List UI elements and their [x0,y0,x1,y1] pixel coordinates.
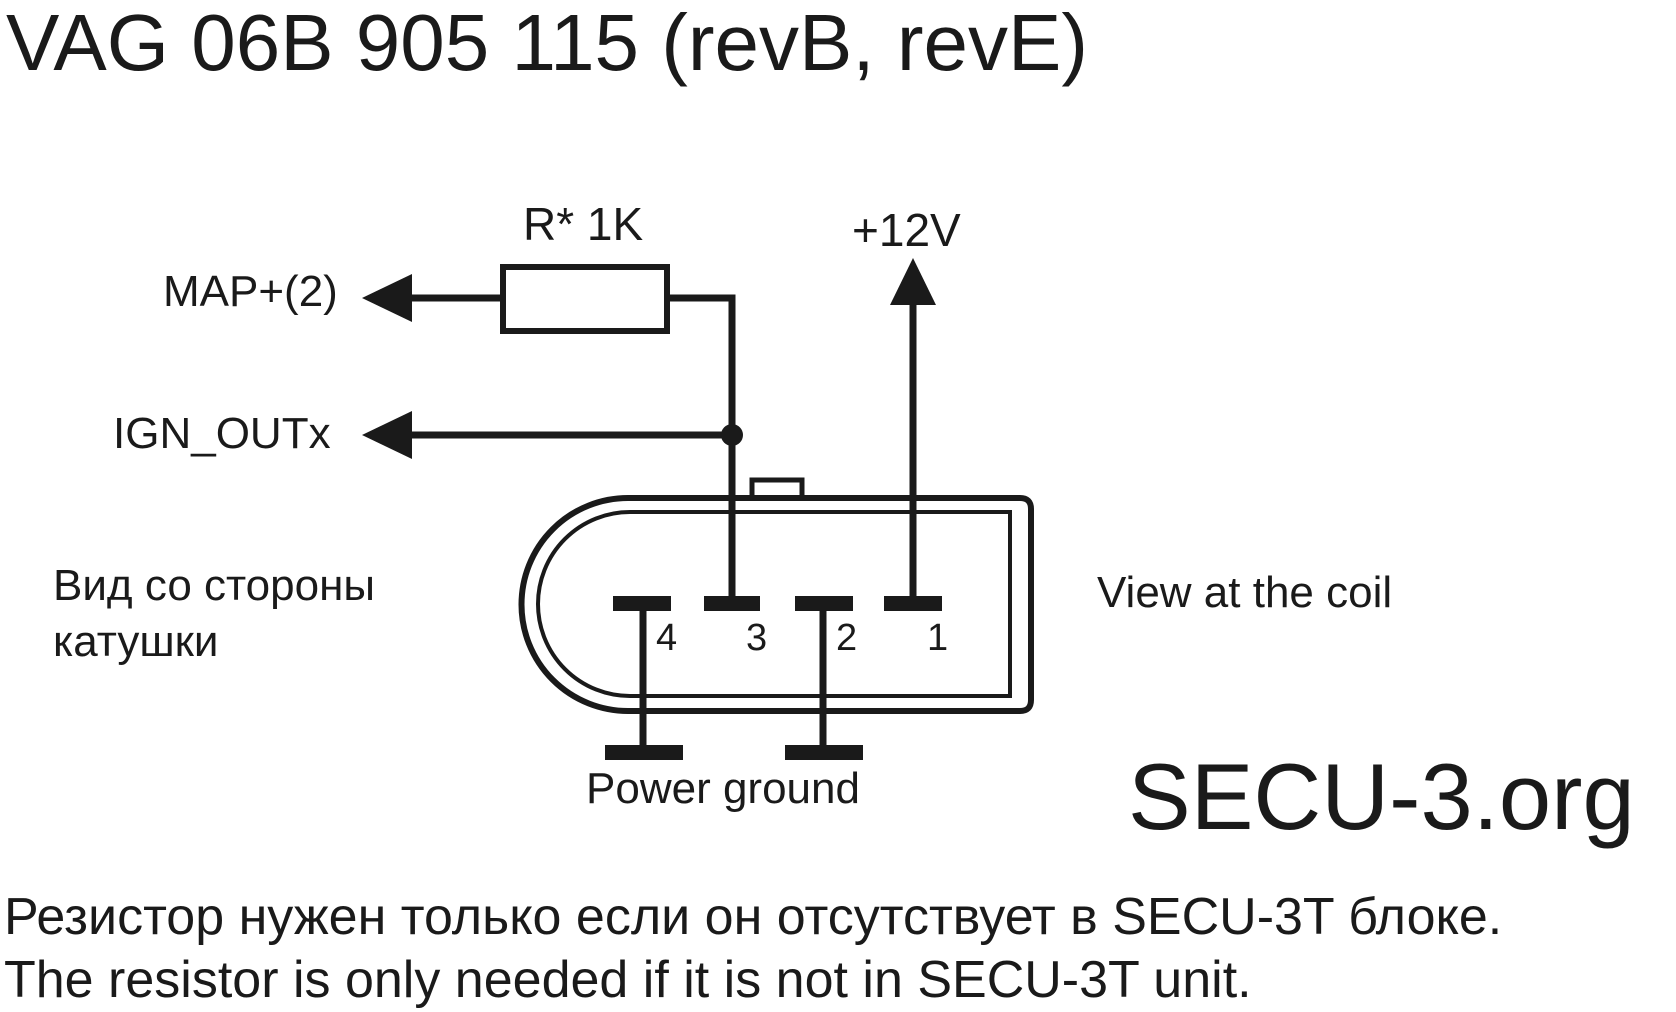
view-label-ru: катушки [53,617,219,666]
ign-label: IGN_OUTx [113,409,331,458]
map-label: MAP+(2) [163,267,338,316]
ground-bar-right [785,745,863,760]
note-en: The resistor is only needed if it is not… [4,951,1252,1009]
pin-number: 1 [927,617,948,659]
pin-number: 2 [836,617,857,659]
page-title: VAG 06B 905 115 (revB, revE) [6,0,1088,87]
resistor-wire [667,294,736,435]
pin3-contact [704,596,760,611]
view-label-en: View at the coil [1097,568,1392,617]
connector-outline-inner [536,510,1012,698]
pin1-contact [884,596,942,611]
note-ru: Резистор нужен только если он отсутствуе… [4,888,1502,946]
map-arrow [362,274,412,322]
ign-arrow [362,411,412,459]
connector-outline-outer [518,495,1034,714]
pin4-contact [613,596,671,611]
supply-arrow [890,258,936,305]
supply-label: +12V [852,204,961,256]
resistor-symbol [500,264,670,334]
ground-label: Power ground [586,764,860,813]
coil-connector [518,477,1034,714]
pin-number: 3 [746,617,767,659]
ground-bar-left [605,745,683,760]
site-label: SECU-3.org [1128,744,1635,849]
pin2-contact [795,596,853,611]
resistor-label: R* 1K [523,198,643,250]
view-label-ru: Вид со стороны [53,561,375,610]
pin-number: 4 [656,617,677,659]
